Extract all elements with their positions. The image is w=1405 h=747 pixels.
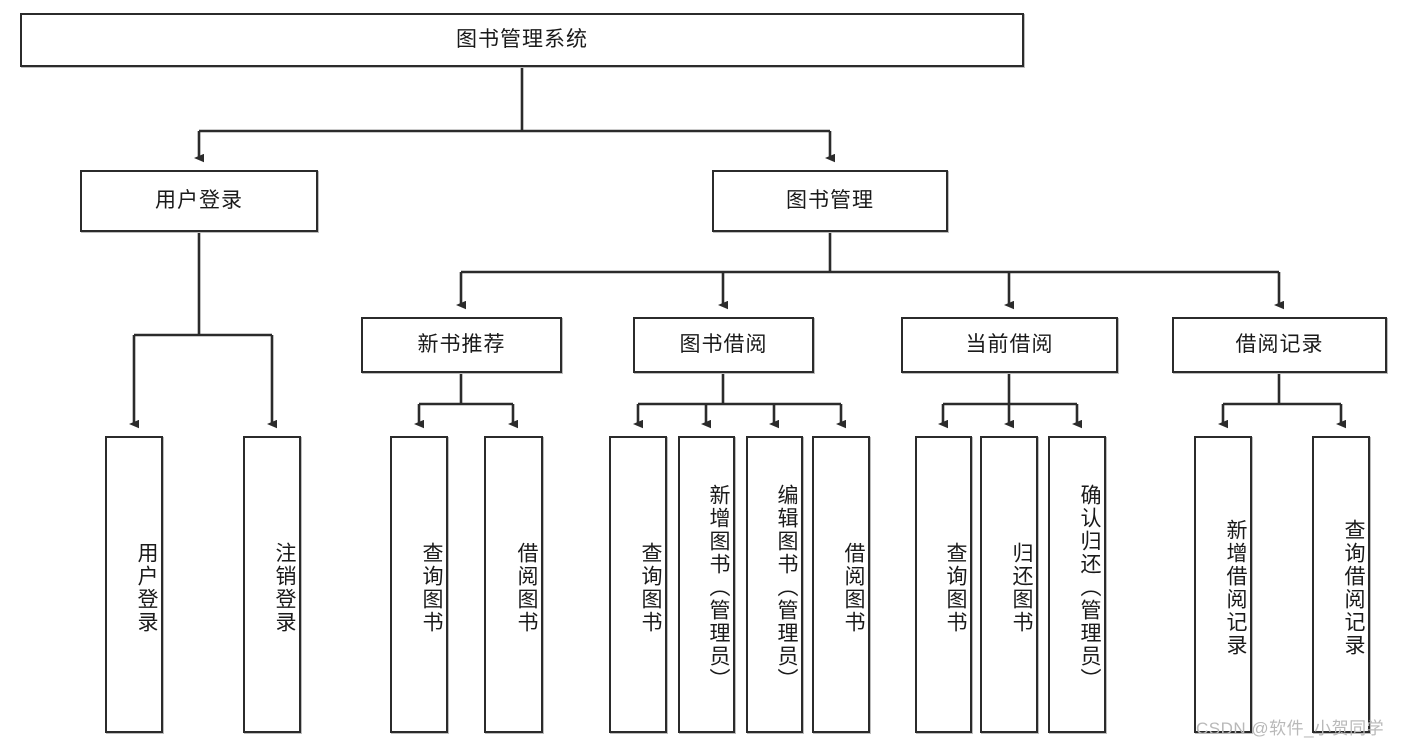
node-label: 确认归还（管理员） <box>1078 484 1101 691</box>
node-label: 新书推荐 <box>417 333 506 357</box>
node-leaf-3[interactable]: 借阅图书 <box>484 436 543 733</box>
node-label: 查询图书 <box>420 541 443 634</box>
node-level2-2[interactable]: 当前借阅 <box>901 317 1118 373</box>
node-label: 新增借阅记录 <box>1224 518 1247 657</box>
node-label: 注销登录 <box>273 541 296 634</box>
node-leaf-8[interactable]: 查询图书 <box>915 436 972 733</box>
node-label: 借阅图书 <box>842 541 865 634</box>
node-label: 借阅图书 <box>515 541 538 634</box>
node-level2-0[interactable]: 新书推荐 <box>361 317 562 373</box>
node-label: 编辑图书（管理员） <box>775 484 798 691</box>
node-label: 图书管理 <box>786 189 874 213</box>
node-leaf-7[interactable]: 借阅图书 <box>812 436 870 733</box>
node-label: 查询图书 <box>944 541 967 634</box>
node-label: 图书借阅 <box>679 333 768 357</box>
node-leaf-0[interactable]: 用户登录 <box>105 436 163 733</box>
csdn-watermark: CSDN @软件_小贺同学 <box>1196 719 1385 738</box>
node-label: 用户登录 <box>135 541 158 634</box>
node-label: 当前借阅 <box>965 333 1054 357</box>
node-leaf-5[interactable]: 新增图书（管理员） <box>678 436 735 733</box>
node-root-system[interactable]: 图书管理系统 <box>20 13 1024 67</box>
node-level2-3[interactable]: 借阅记录 <box>1172 317 1387 373</box>
node-leaf-12[interactable]: 查询借阅记录 <box>1312 436 1370 733</box>
node-label: 新增图书（管理员） <box>707 484 730 691</box>
node-leaf-4[interactable]: 查询图书 <box>609 436 667 733</box>
node-label: 查询图书 <box>639 541 662 634</box>
node-leaf-2[interactable]: 查询图书 <box>390 436 448 733</box>
node-leaf-10[interactable]: 确认归还（管理员） <box>1048 436 1106 733</box>
node-label: 图书管理系统 <box>456 28 588 52</box>
node-leaf-11[interactable]: 新增借阅记录 <box>1194 436 1252 733</box>
node-leaf-9[interactable]: 归还图书 <box>980 436 1038 733</box>
node-level2-1[interactable]: 图书借阅 <box>633 317 814 373</box>
node-label: 借阅记录 <box>1235 333 1324 357</box>
node-leaf-1[interactable]: 注销登录 <box>243 436 301 733</box>
node-leaf-6[interactable]: 编辑图书（管理员） <box>746 436 803 733</box>
node-label: 用户登录 <box>155 189 243 213</box>
node-level1-1[interactable]: 图书管理 <box>712 170 948 232</box>
node-label: 查询借阅记录 <box>1342 518 1365 657</box>
node-level1-0[interactable]: 用户登录 <box>80 170 318 232</box>
node-label: 归还图书 <box>1010 541 1033 634</box>
